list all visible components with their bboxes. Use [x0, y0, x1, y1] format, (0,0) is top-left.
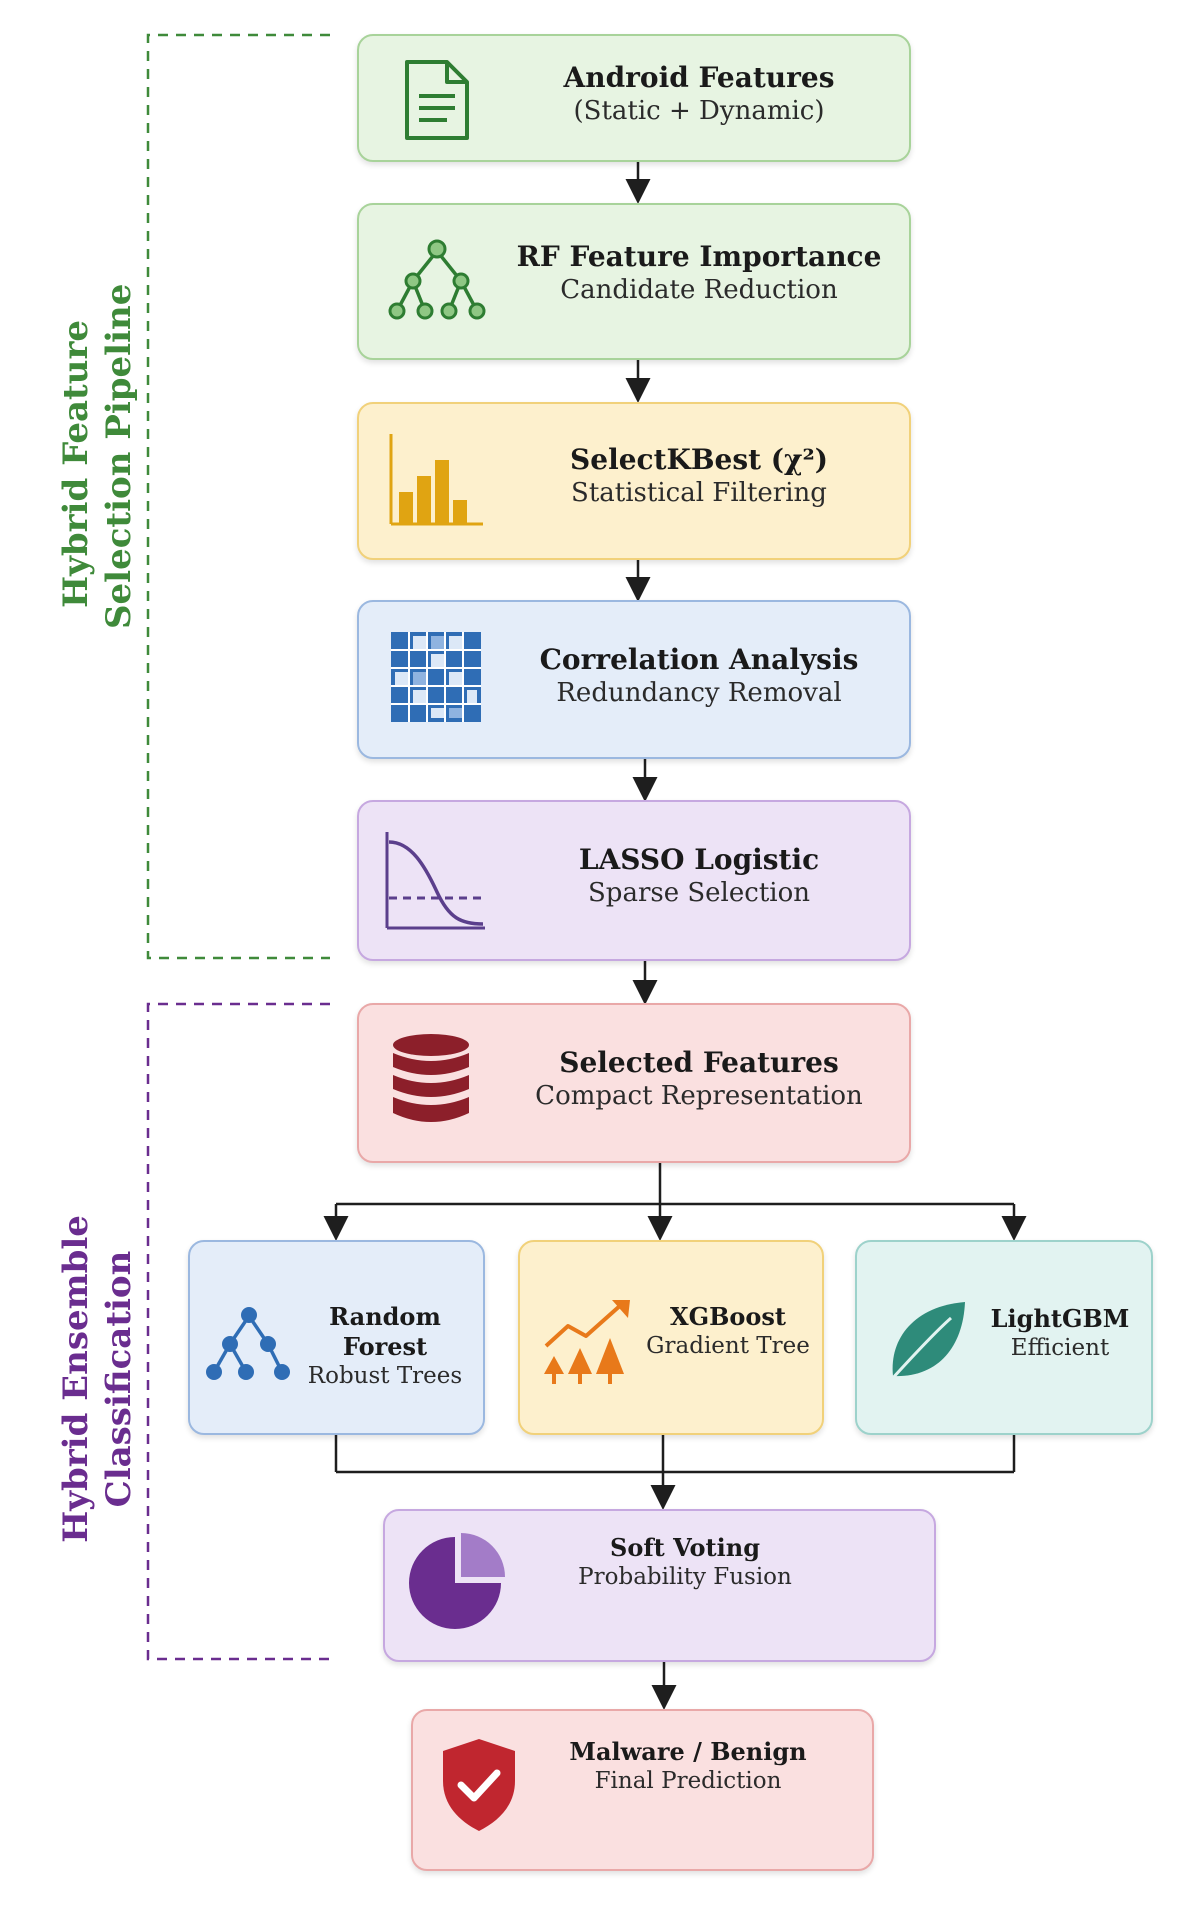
random-forest-label: Random Forest Robust Trees — [290, 1302, 480, 1391]
android-features-title: Android Features — [563, 61, 835, 94]
decay-curve-icon — [385, 832, 485, 930]
correlation-subtitle: Redundancy Removal — [556, 678, 842, 708]
final-prediction-title: Malware / Benign — [569, 1737, 807, 1766]
leaf-icon — [889, 1302, 965, 1382]
selected-features-subtitle: Compact Representation — [535, 1081, 863, 1111]
document-icon — [405, 60, 469, 140]
lasso-label: LASSO Logistic Sparse Selection — [509, 842, 889, 910]
node-soft-voting[interactable]: Soft Voting Probability Fusion — [383, 1509, 936, 1662]
selectkbest-subtitle: Statistical Filtering — [571, 478, 827, 508]
node-android-features[interactable]: Android Features (Static + Dynamic) — [357, 34, 911, 162]
rf-importance-title: RF Feature Importance — [516, 240, 882, 273]
tree-icon — [206, 1307, 290, 1380]
android-features-label: Android Features (Static + Dynamic) — [509, 60, 889, 128]
ensemble-group-label-line1: Hybrid Ensemble — [56, 1215, 96, 1543]
tree-icon — [388, 239, 486, 320]
final-prediction-subtitle: Final Prediction — [594, 1768, 782, 1794]
shield-check-icon — [443, 1739, 515, 1831]
lightgbm-subtitle: Efficient — [1010, 1335, 1110, 1361]
node-correlation-analysis[interactable]: Correlation Analysis Redundancy Removal — [357, 600, 911, 759]
xgboost-subtitle: Gradient Tree — [646, 1333, 810, 1359]
node-random-forest[interactable]: Random Forest Robust Trees — [188, 1240, 485, 1435]
pie-chart-icon — [409, 1533, 505, 1629]
node-selectkbest[interactable]: SelectKBest (χ²) Statistical Filtering — [357, 402, 911, 560]
ensemble-group-label-line2: Classification — [98, 1250, 139, 1508]
xgboost-label: XGBoost Gradient Tree — [638, 1302, 818, 1361]
random-forest-title: Random Forest — [329, 1302, 441, 1361]
final-prediction-label: Malware / Benign Final Prediction — [533, 1737, 843, 1796]
node-lasso-logistic[interactable]: LASSO Logistic Sparse Selection — [357, 800, 911, 961]
correlation-title: Correlation Analysis — [539, 643, 859, 676]
node-xgboost[interactable]: XGBoost Gradient Tree — [518, 1240, 824, 1435]
selected-features-label: Selected Features Compact Representation — [509, 1045, 889, 1113]
ensemble-group-label: Hybrid Ensemble Classification — [55, 1214, 145, 1544]
rf-importance-subtitle: Candidate Reduction — [560, 275, 838, 305]
soft-voting-subtitle: Probability Fusion — [578, 1564, 792, 1590]
selectkbest-label: SelectKBest (χ²) Statistical Filtering — [509, 442, 889, 510]
lightgbm-title: LightGBM — [990, 1304, 1130, 1333]
grid-matrix-icon — [391, 632, 481, 722]
random-forest-subtitle: Robust Trees — [307, 1363, 463, 1389]
database-icon — [393, 1034, 469, 1122]
bar-chart-icon — [389, 434, 483, 526]
node-final-prediction[interactable]: Malware / Benign Final Prediction — [411, 1709, 874, 1871]
lasso-subtitle: Sparse Selection — [587, 878, 810, 908]
lightgbm-label: LightGBM Efficient — [975, 1304, 1145, 1363]
node-lightgbm[interactable]: LightGBM Efficient — [855, 1240, 1153, 1435]
xgboost-title: XGBoost — [669, 1302, 786, 1331]
ensemble-group-bracket — [146, 1002, 330, 1661]
android-features-subtitle: (Static + Dynamic) — [573, 96, 825, 126]
soft-voting-title: Soft Voting — [610, 1533, 760, 1562]
correlation-label: Correlation Analysis Redundancy Removal — [509, 642, 889, 710]
node-selected-features[interactable]: Selected Features Compact Representation — [357, 1003, 911, 1163]
rf-importance-label: RF Feature Importance Candidate Reductio… — [509, 239, 889, 307]
selected-features-title: Selected Features — [559, 1046, 839, 1079]
selection-group-label: Hybrid Feature Selection Pipeline — [55, 284, 145, 629]
selectkbest-title: SelectKBest (χ²) — [570, 443, 828, 476]
selection-group-label-line1: Hybrid Feature — [56, 320, 96, 609]
selection-group-bracket — [146, 33, 330, 960]
trending-trees-icon — [544, 1300, 630, 1384]
node-rf-feature-importance[interactable]: RF Feature Importance Candidate Reductio… — [357, 203, 911, 360]
lasso-title: LASSO Logistic — [578, 843, 820, 876]
soft-voting-label: Soft Voting Probability Fusion — [515, 1533, 855, 1592]
selection-group-label-line2: Selection Pipeline — [98, 283, 139, 629]
